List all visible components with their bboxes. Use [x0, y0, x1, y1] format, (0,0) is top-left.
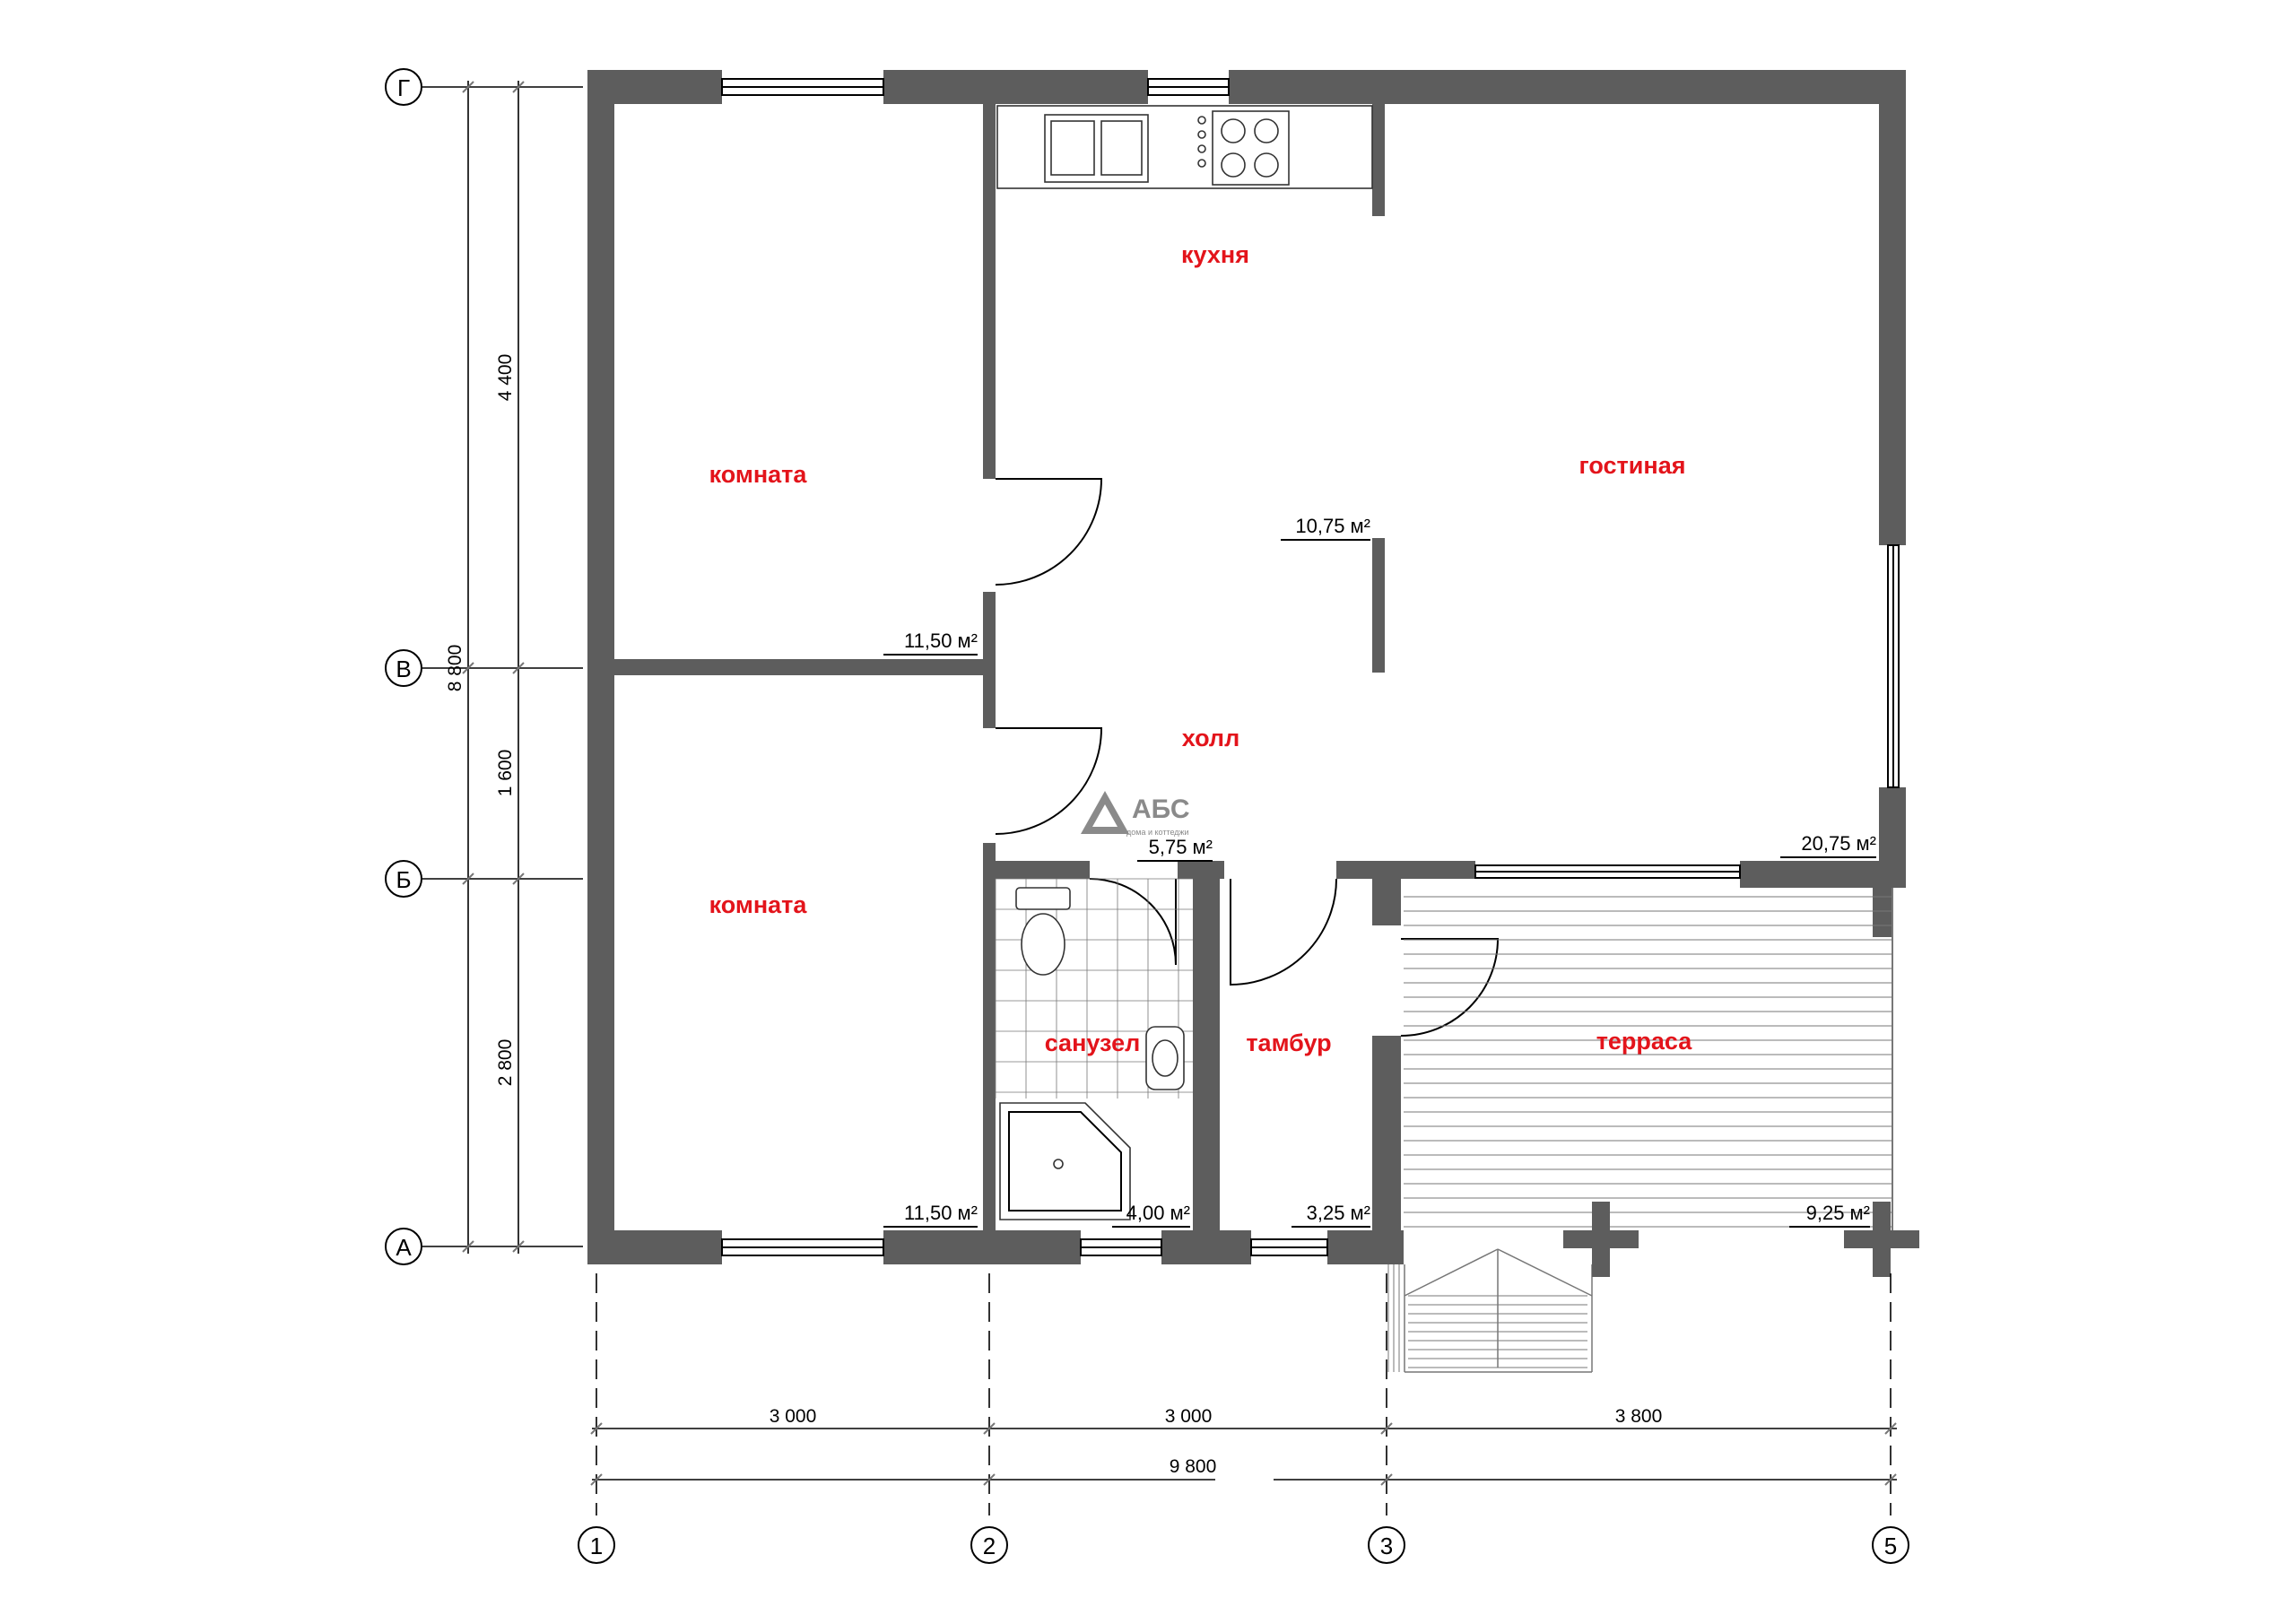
sink-icon — [1145, 1026, 1185, 1090]
room-area-gostinaya: 20,75 м² — [1801, 832, 1876, 855]
windows — [721, 78, 1900, 1256]
room-label-komnata-top: комната — [709, 461, 808, 488]
room-area-kuhnya: 10,75 м² — [1295, 515, 1370, 537]
axis-col-3: 3 — [1380, 1533, 1393, 1559]
dim-h-3: 3 800 — [1615, 1406, 1663, 1427]
room-area-komnata-bottom: 11,50 м² — [904, 1202, 978, 1224]
kitchen-counter — [996, 105, 1373, 189]
doors — [995, 478, 1500, 1037]
terrace-deck — [1404, 888, 1893, 1230]
logo: АБС дома и коттеджи — [1081, 791, 1190, 837]
toilet-icon — [1015, 887, 1071, 976]
room-label-holl: холл — [1182, 725, 1239, 751]
room-label-kuhnya: кухня — [1181, 241, 1249, 268]
logo-icon — [1081, 791, 1129, 834]
axis-row-b: Б — [396, 866, 411, 893]
room-labels: комната комната кухня гостиная холл сану… — [709, 241, 1693, 1056]
dim-v-2: 1 600 — [495, 750, 516, 797]
axis-markers: 1 2 3 5 Г В Б А — [385, 68, 1909, 1564]
room-label-gostinaya: гостиная — [1579, 452, 1686, 479]
dim-h-total: 9 800 — [1170, 1456, 1217, 1477]
room-label-terrasa: терраса — [1596, 1028, 1693, 1055]
walls — [587, 70, 1906, 1264]
dim-v-total: 8 800 — [445, 645, 465, 692]
dim-v-1: 4 400 — [495, 354, 516, 402]
logo-name: АБС — [1132, 795, 1190, 824]
logo-tagline: дома и коттеджи — [1126, 828, 1189, 837]
room-label-komnata-bottom: комната — [709, 891, 808, 918]
room-area-tambur: 3,25 м² — [1307, 1202, 1370, 1224]
dim-v-3: 2 800 — [495, 1039, 516, 1087]
dimension-labels: 3 000 3 000 3 800 9 800 4 400 1 600 2 80… — [445, 354, 1662, 1477]
axis-lines — [422, 86, 1892, 1515]
terrace-posts — [1563, 1202, 1919, 1277]
axis-col-1: 1 — [590, 1533, 603, 1559]
room-area-sanuzel: 4,00 м² — [1126, 1202, 1190, 1224]
axis-row-g: Г — [397, 74, 410, 101]
room-area-holl: 5,75 м² — [1149, 836, 1213, 858]
dim-h-1: 3 000 — [770, 1406, 817, 1427]
axis-col-2: 2 — [983, 1533, 996, 1559]
dimension-lines — [462, 81, 1897, 1486]
dim-h-2: 3 000 — [1165, 1406, 1213, 1427]
axis-row-a: А — [396, 1234, 412, 1261]
room-area-terrasa: 9,25 м² — [1806, 1202, 1870, 1224]
room-area-komnata-top: 11,50 м² — [904, 630, 978, 652]
room-label-sanuzel: санузел — [1045, 1029, 1141, 1056]
shower-icon — [999, 1102, 1131, 1220]
terrace-steps — [1387, 1248, 1593, 1373]
axis-col-5: 5 — [1884, 1533, 1897, 1559]
axis-row-v: В — [396, 656, 411, 682]
room-label-tambur: тамбур — [1246, 1029, 1331, 1056]
room-areas: 11,50 м² 11,50 м² 10,75 м² 20,75 м² 5,75… — [883, 515, 1876, 1228]
